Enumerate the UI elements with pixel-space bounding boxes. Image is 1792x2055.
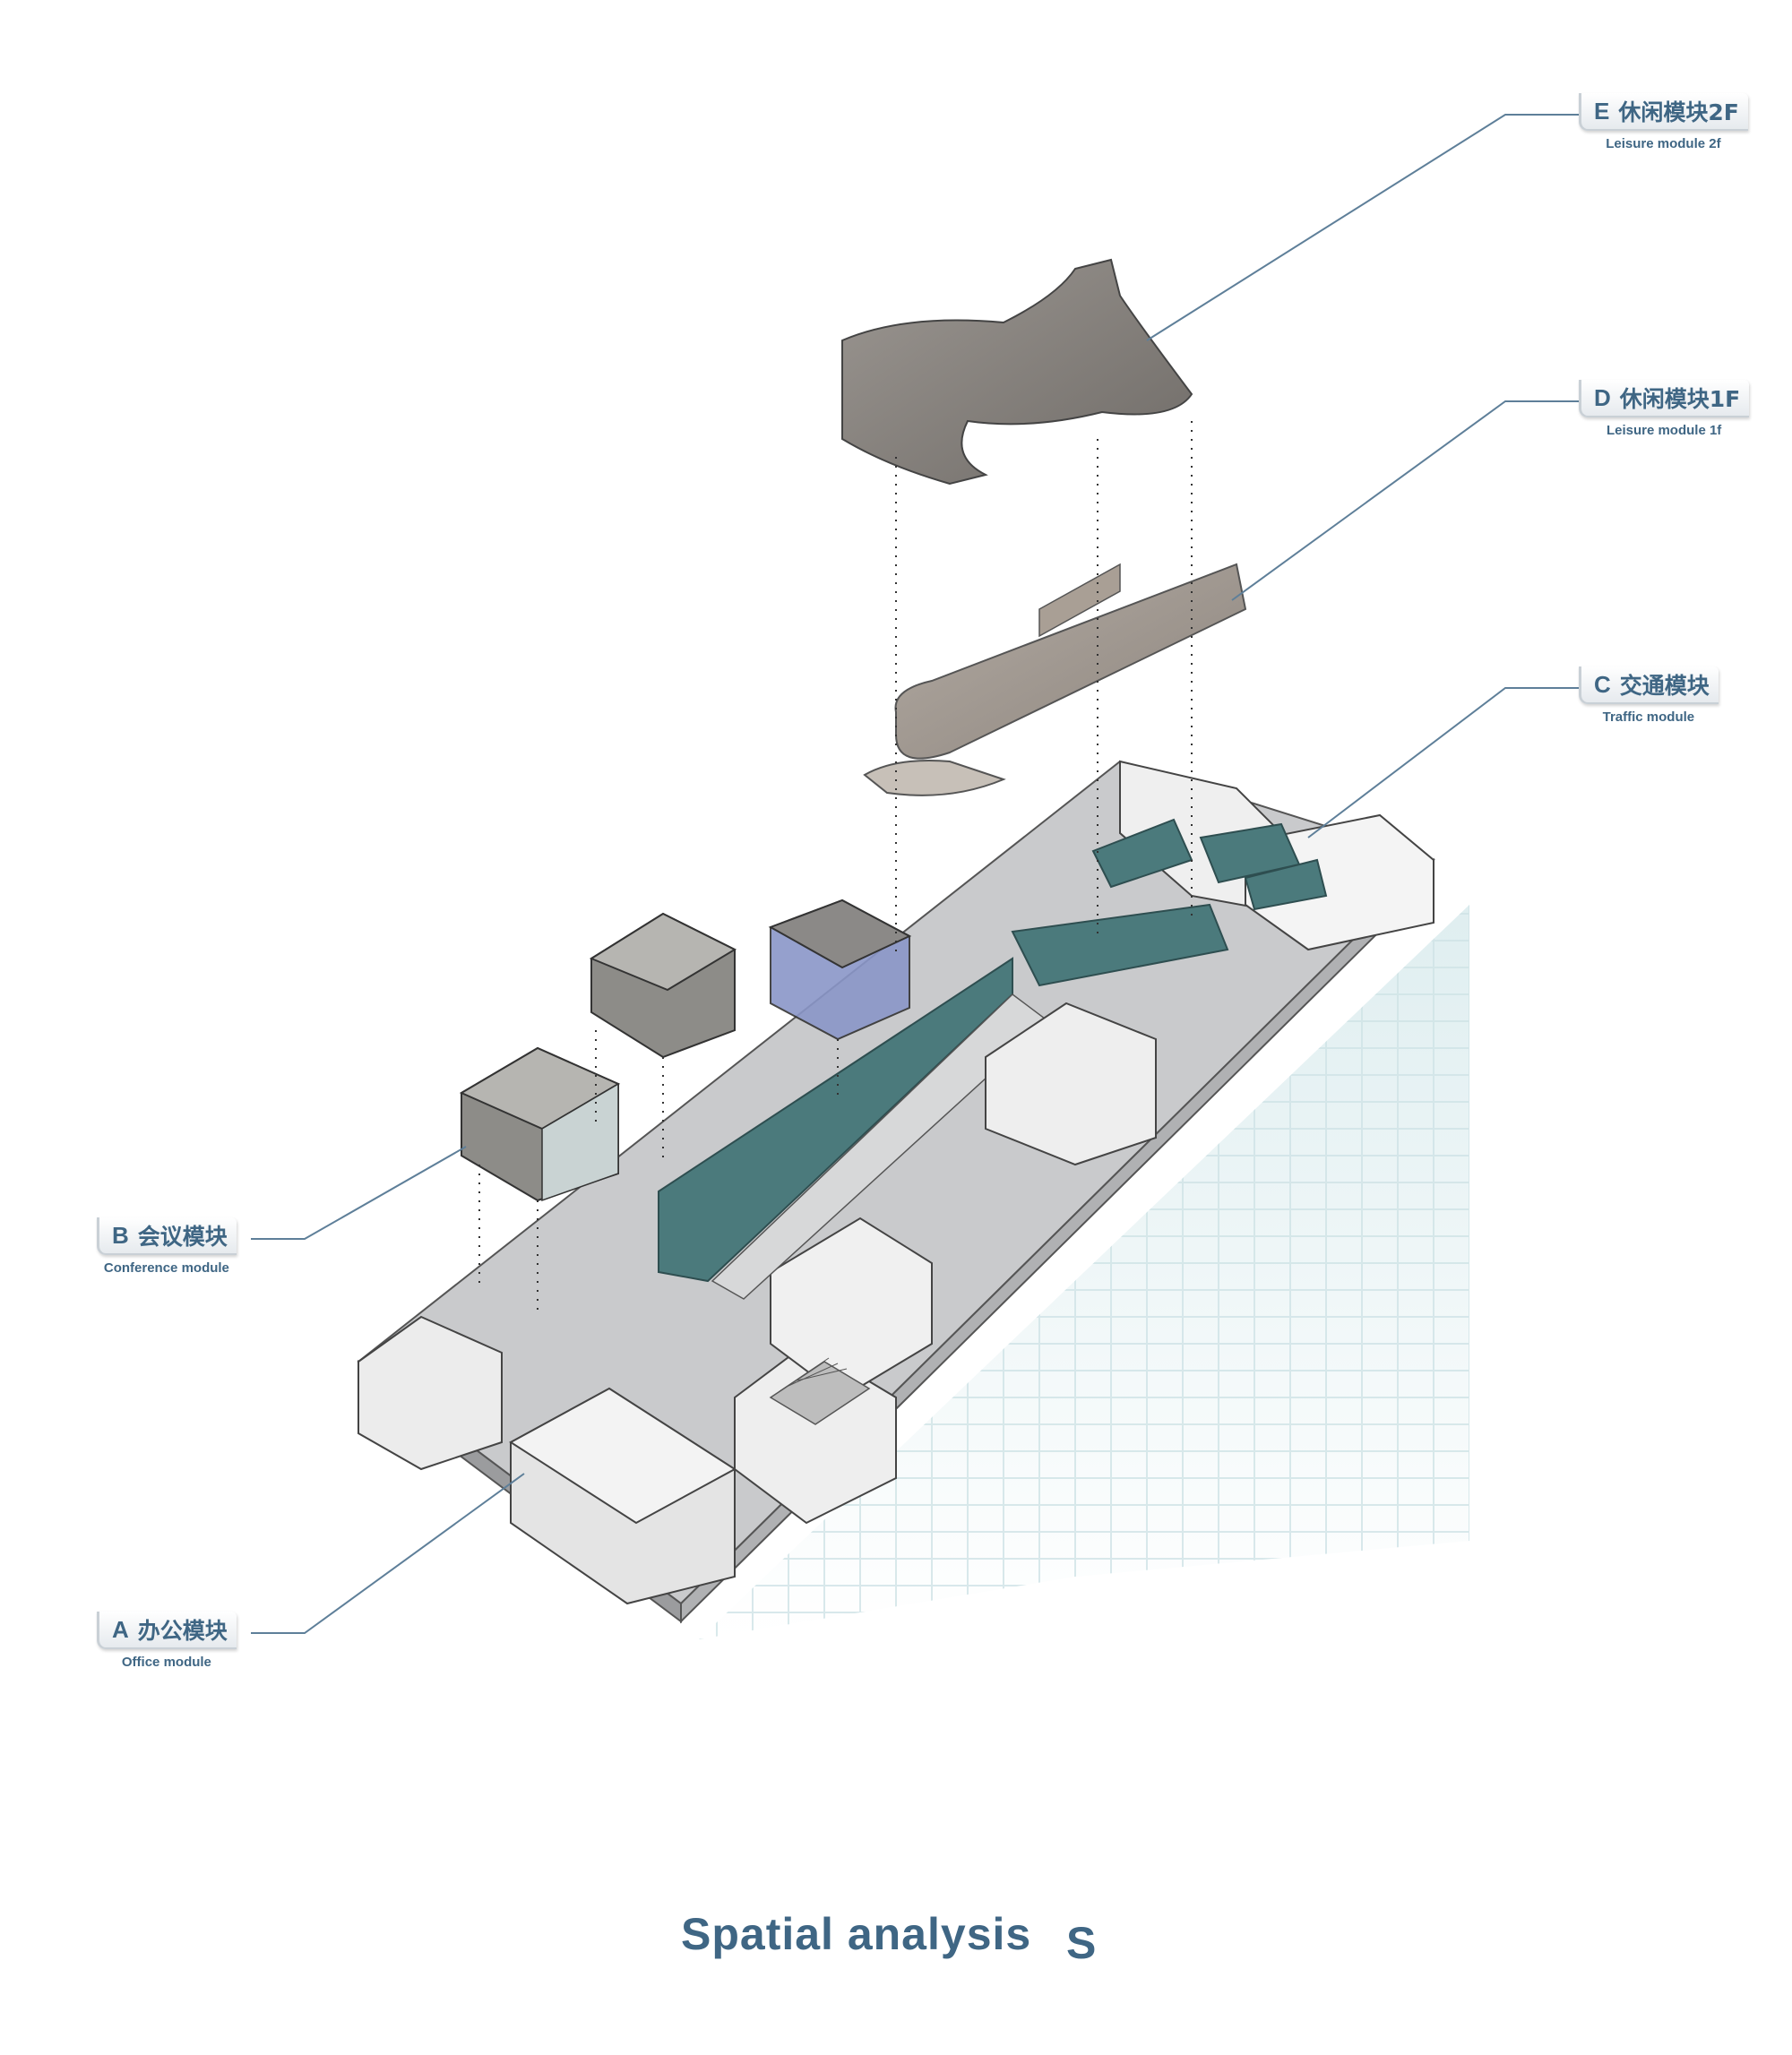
title-suffix: S xyxy=(1066,1918,1097,1968)
callout-office: A 办公模块 Office module xyxy=(97,1612,237,1670)
module-en-label: Leisure module 1f xyxy=(1606,423,1722,438)
traffic-module-blocks xyxy=(985,760,1434,1166)
module-cn-label: 会议模块 xyxy=(137,1224,228,1250)
module-cn-label: 办公模块 xyxy=(137,1618,228,1644)
module-en-label: Traffic module xyxy=(1602,709,1695,725)
module-cn-label: 交通模块 xyxy=(1619,673,1710,699)
module-letter: B xyxy=(112,1221,129,1249)
callout-leisure-2f: E 休闲模块2F Leisure module 2f xyxy=(1579,93,1748,151)
teal-corridor-wall xyxy=(658,957,1050,1300)
module-en-label: Office module xyxy=(121,1655,211,1670)
leisure-module-1f xyxy=(863,563,1247,796)
leisure-module-2f xyxy=(841,258,1193,486)
tag-office: A 办公模块 xyxy=(97,1612,237,1649)
office-module-blocks xyxy=(358,1217,933,1605)
tag-leisure-2f: E 休闲模块2F xyxy=(1579,93,1748,131)
module-letter: C xyxy=(1594,670,1611,698)
conference-module-boxes xyxy=(459,899,912,1202)
callout-conference: B 会议模块 Conference module xyxy=(97,1217,237,1276)
module-letter: D xyxy=(1594,383,1611,411)
page-title: Spatial analysis xyxy=(681,1909,1032,1959)
module-en-label: Leisure module 2f xyxy=(1606,136,1721,151)
module-letter: A xyxy=(112,1615,129,1643)
leader-lines xyxy=(251,114,1586,1634)
projection-lines xyxy=(478,421,1193,1317)
tag-leisure-1f: D 休闲模块1F xyxy=(1579,380,1750,417)
module-en-label: Conference module xyxy=(103,1260,229,1276)
stair-icon xyxy=(769,1357,871,1425)
tag-conference: B 会议模块 xyxy=(97,1217,237,1255)
callout-traffic: C 交通模块 Traffic module xyxy=(1579,666,1719,725)
tag-traffic: C 交通模块 xyxy=(1579,666,1719,704)
module-cn-label: 休闲模块2F xyxy=(1618,99,1739,125)
module-cn-label: 休闲模块1F xyxy=(1619,386,1741,412)
module-letter: E xyxy=(1594,97,1610,125)
callout-leisure-1f: D 休闲模块1F Leisure module 1f xyxy=(1579,380,1750,438)
